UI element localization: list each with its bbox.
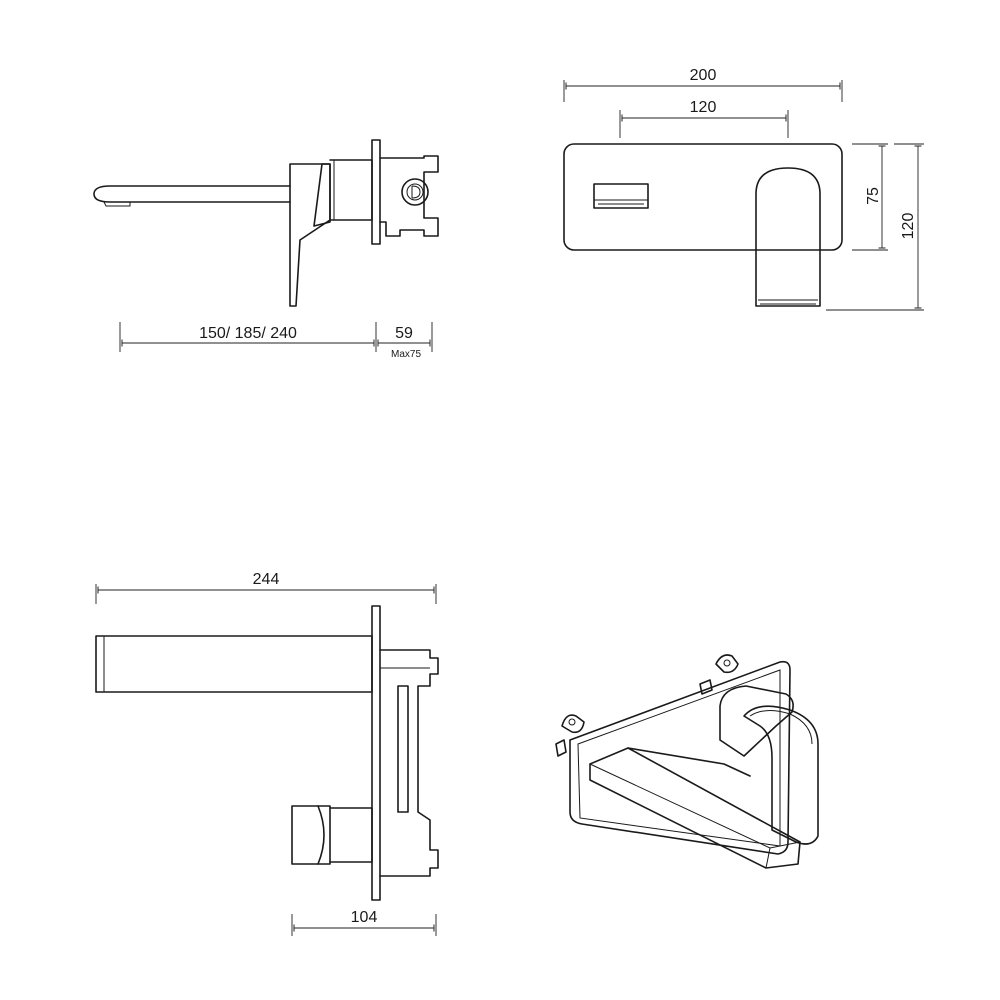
front-view: 200 120 75 120 [563,67,924,311]
dim-valve-mixer-depth: 104 [351,909,378,926]
dim-side-reach: 150/ 185/ 240 [199,325,297,342]
dim-front-plate-height: 75 [865,187,882,205]
dim-front-total-height: 120 [900,213,917,240]
dim-side-depth: 59 [395,325,413,342]
isometric-view [555,654,819,869]
dim-front-width: 200 [690,67,717,84]
dim-side-depth-max: Max75 [391,349,421,360]
dim-front-spacing: 120 [690,99,717,116]
side-view: 150/ 185/ 240 59 Max75 [93,139,439,360]
valve-view: 244 104 [95,571,439,936]
dim-valve-length: 244 [253,571,280,588]
